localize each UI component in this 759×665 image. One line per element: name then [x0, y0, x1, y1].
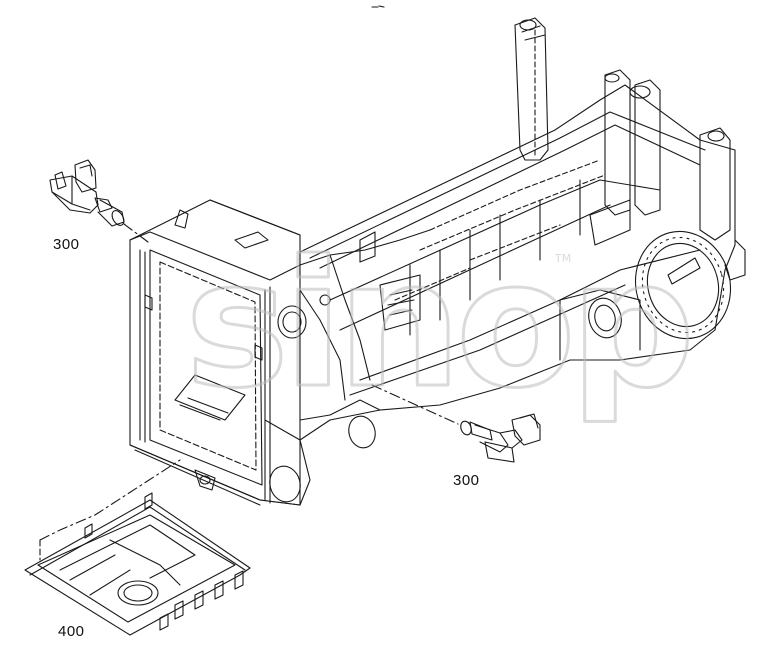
- upright-post: [514, 17, 549, 161]
- front-frame: [129, 199, 301, 506]
- articulation-ring: [634, 230, 732, 340]
- watermark-trademark: TM: [554, 252, 571, 265]
- part-300-right-assembly: [371, 384, 541, 463]
- callout-300-left: 300: [53, 236, 80, 253]
- top-mark: [371, 5, 385, 8]
- watermark: sinop TM: [184, 223, 697, 429]
- main-frame-body: [299, 84, 736, 441]
- part-300-left-assembly: [49, 159, 149, 243]
- callout-300-right: 300: [453, 472, 480, 489]
- body-neck: [264, 229, 431, 506]
- watermark-text: sinop: [185, 224, 689, 427]
- part-400-assembly: [24, 459, 251, 636]
- rear-towers: [604, 69, 746, 281]
- callout-400: 400: [58, 623, 85, 640]
